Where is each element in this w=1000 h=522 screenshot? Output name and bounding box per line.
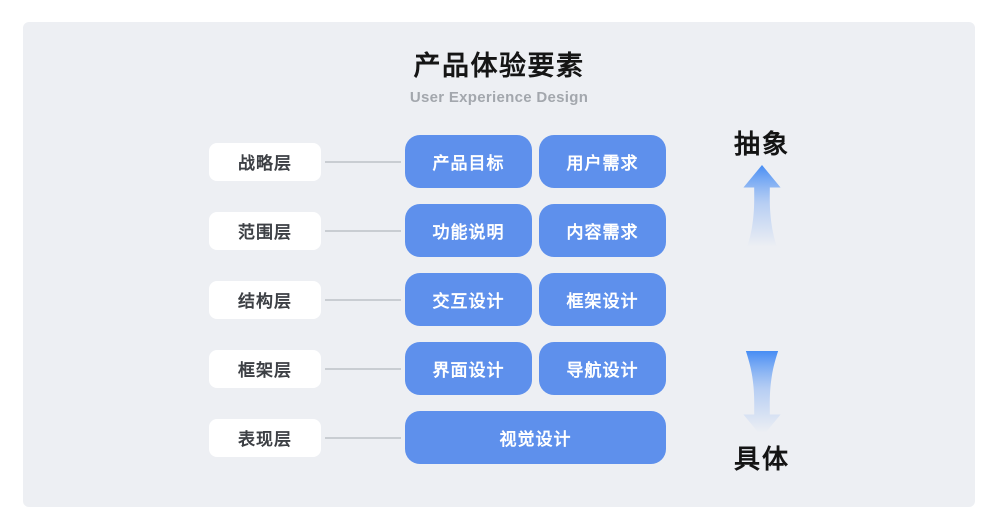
layer-label: 结构层 (209, 280, 321, 319)
diagram-node: 产品目标 (405, 135, 532, 188)
connector-line (321, 298, 405, 301)
diagram-row: 战略层 产品目标用户需求 (209, 135, 666, 188)
node-boxes: 交互设计框架设计 (405, 273, 666, 326)
connector-line-bar (325, 229, 401, 232)
node-boxes: 功能说明内容需求 (405, 204, 666, 257)
diagram-node: 用户需求 (539, 135, 666, 188)
diagram-row: 表现层 视觉设计 (209, 411, 666, 464)
layer-label: 范围层 (209, 211, 321, 250)
diagram-node: 视觉设计 (405, 411, 666, 464)
abstraction-axis: 抽象 具体 (712, 128, 812, 475)
diagram-node: 交互设计 (405, 273, 532, 326)
connector-line-bar (325, 298, 401, 301)
page-title: 产品体验要素 (413, 51, 585, 81)
connector-line (321, 160, 405, 163)
diagram-node: 框架设计 (539, 273, 666, 326)
arrow-up-icon (743, 165, 781, 251)
diagram-node: 导航设计 (539, 342, 666, 395)
node-boxes: 界面设计导航设计 (405, 342, 666, 395)
axis-label-concrete: 具体 (733, 444, 790, 474)
connector-line-bar (325, 436, 401, 439)
title-block: 产品体验要素 User Experience Design (23, 51, 975, 106)
page-subtitle: User Experience Design (409, 88, 589, 106)
diagram-row: 结构层 交互设计框架设计 (209, 273, 666, 326)
diagram-panel: 产品体验要素 User Experience Design 战略层 产品目标用户需… (23, 22, 975, 507)
diagram-row: 范围层 功能说明内容需求 (209, 204, 666, 257)
diagram-node: 功能说明 (405, 204, 532, 257)
layer-label: 表现层 (209, 418, 321, 457)
arrow-down-icon (743, 351, 781, 437)
layer-label: 战略层 (209, 142, 321, 181)
connector-line-bar (325, 367, 401, 370)
node-boxes: 产品目标用户需求 (405, 135, 666, 188)
layer-rows: 战略层 产品目标用户需求范围层 功能说明内容需求结构层 交互设计框架设计框架层 界面设计… (209, 135, 666, 480)
diagram-node: 内容需求 (539, 204, 666, 257)
layer-label: 框架层 (209, 349, 321, 388)
connector-line (321, 229, 405, 232)
diagram-node: 界面设计 (405, 342, 532, 395)
diagram-row: 框架层 界面设计导航设计 (209, 342, 666, 395)
connector-line (321, 436, 405, 439)
connector-line-bar (325, 160, 401, 163)
axis-label-abstract: 抽象 (733, 129, 790, 159)
node-boxes: 视觉设计 (405, 411, 666, 464)
connector-line (321, 367, 405, 370)
